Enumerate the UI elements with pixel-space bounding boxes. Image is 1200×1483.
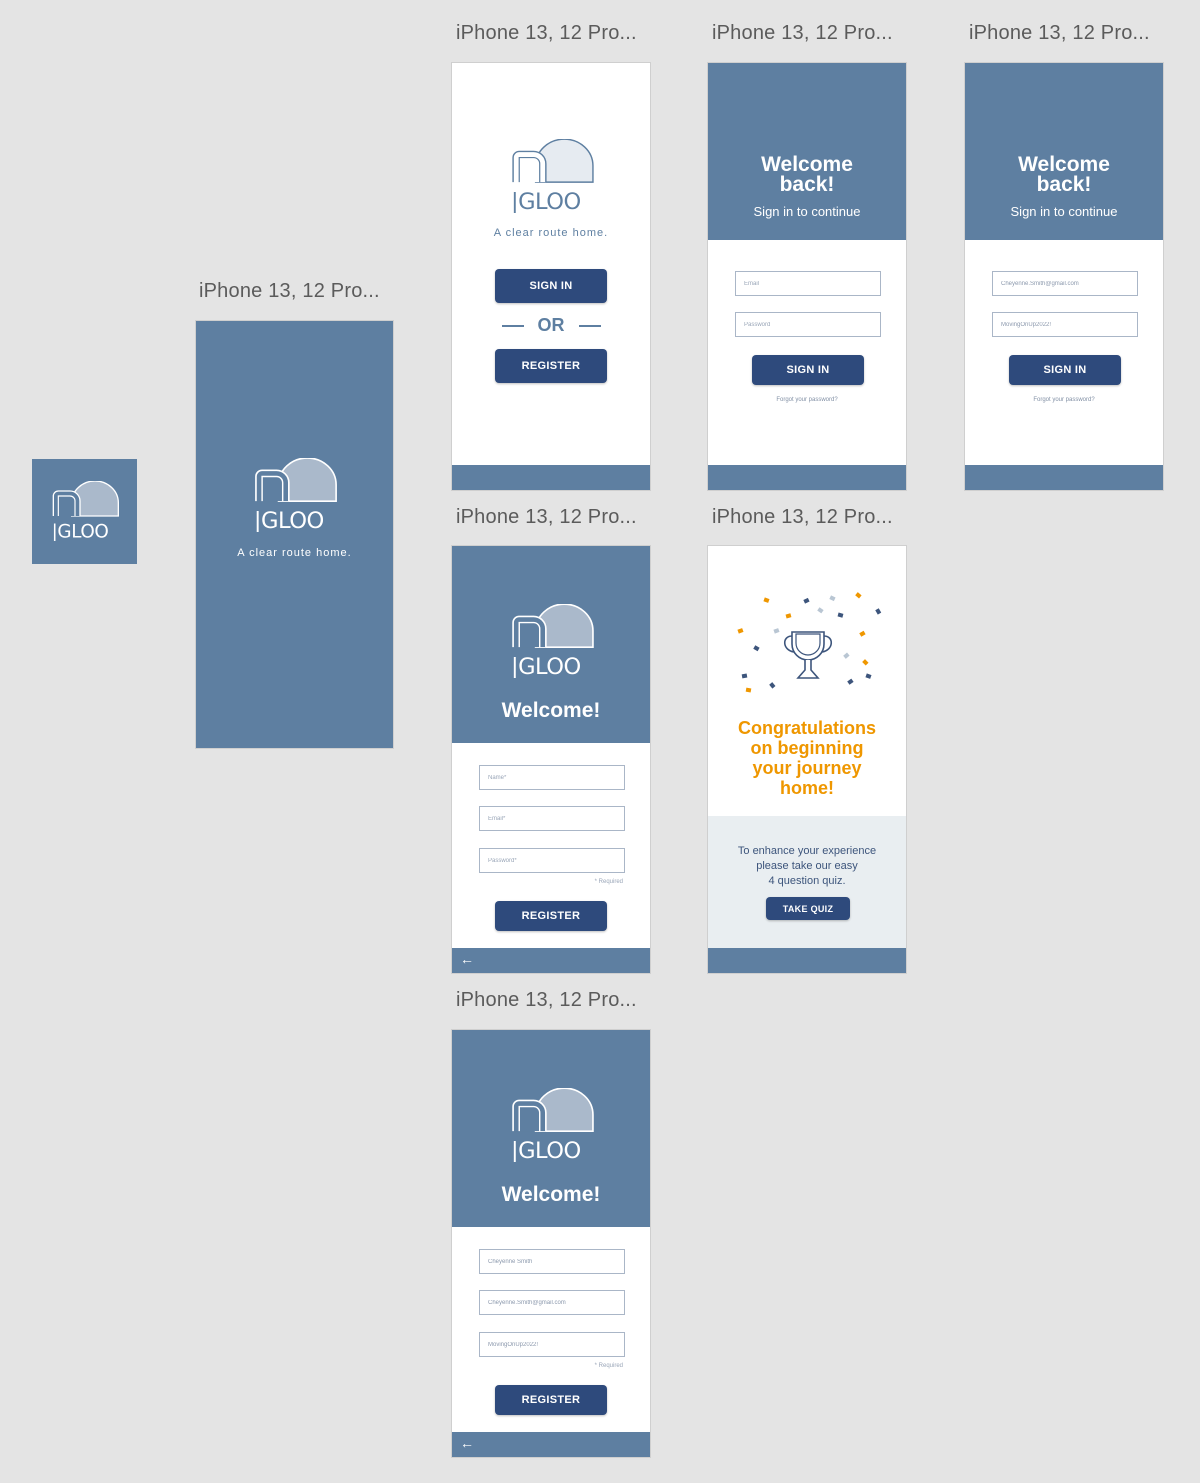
divider-left — [502, 325, 524, 327]
congrats-line4: home! — [780, 778, 834, 798]
password-field[interactable] — [735, 312, 881, 337]
quiz-text-line1: To enhance your experience — [737, 845, 877, 857]
password-field[interactable] — [479, 848, 625, 873]
welcome-title: Welcome! — [501, 699, 601, 722]
register-button[interactable]: REGISTER — [495, 901, 607, 931]
artboard-label-signin-filled: iPhone 13, 12 Pro... — [969, 22, 1150, 44]
required-note: * Required — [594, 879, 623, 885]
quiz-panel: To enhance your experience please take o… — [708, 816, 906, 950]
svg-text:|GLOO: |GLOO — [511, 654, 581, 678]
password-field[interactable] — [992, 312, 1138, 337]
artboard-label-register-filled: iPhone 13, 12 Pro... — [456, 989, 637, 1011]
quiz-text-line3: 4 question quiz. — [768, 875, 846, 887]
email-field[interactable] — [992, 271, 1138, 296]
congrats-line1: Congratulations — [738, 718, 876, 738]
tagline: A clear route home. — [493, 227, 609, 239]
name-field[interactable] — [479, 765, 625, 790]
sign-in-button[interactable]: SIGN IN — [1009, 355, 1121, 385]
signin-empty-screen: Welcome back! Sign in to continue SIGN I… — [707, 62, 907, 491]
bottom-bar — [708, 465, 906, 490]
artboard-label-register-empty: iPhone 13, 12 Pro... — [456, 506, 637, 528]
name-field[interactable] — [479, 1249, 625, 1274]
landing-screen: |GLOO A clear route home. SIGN IN OR REG… — [451, 62, 651, 491]
igloo-logo-icon: |GLOO — [511, 139, 594, 213]
bottom-bar: ← — [452, 948, 650, 973]
or-divider-label: OR — [537, 315, 565, 335]
artboard-label-landing: iPhone 13, 12 Pro... — [456, 22, 637, 44]
igloo-logo-icon: |GLOO — [52, 481, 119, 541]
bottom-bar — [965, 465, 1163, 490]
forgot-password-link[interactable]: Forgot your password? — [776, 397, 838, 403]
email-field[interactable] — [479, 1290, 625, 1315]
email-field[interactable] — [735, 271, 881, 296]
artboard-label-congrats: iPhone 13, 12 Pro... — [712, 506, 893, 528]
header-panel: |GLOO Welcome! — [452, 1030, 650, 1227]
welcome-title-line1: Welcome — [761, 153, 853, 176]
svg-text:|GLOO: |GLOO — [511, 1138, 581, 1162]
header-panel: Welcome back! Sign in to continue — [965, 63, 1163, 240]
artboard-label-signin-empty: iPhone 13, 12 Pro... — [712, 22, 893, 44]
welcome-title: Welcome! — [501, 1183, 601, 1206]
quiz-text-line2: please take our easy — [756, 860, 858, 872]
bottom-bar — [452, 465, 650, 490]
welcome-title-line2: back! — [1036, 173, 1092, 196]
forgot-password-link[interactable]: Forgot your password? — [1033, 397, 1095, 403]
svg-text:|GLOO: |GLOO — [52, 522, 109, 541]
app-icon: |GLOO — [32, 459, 137, 564]
header-panel: |GLOO Welcome! — [452, 546, 650, 743]
email-field[interactable] — [479, 806, 625, 831]
svg-text:|GLOO: |GLOO — [511, 189, 581, 213]
bottom-bar: ← — [452, 1432, 650, 1457]
divider-right — [579, 325, 601, 327]
igloo-logo-icon: |GLOO — [511, 604, 594, 678]
register-empty-screen: |GLOO Welcome! * Required REGISTER ← — [451, 545, 651, 974]
artboard-label-splash: iPhone 13, 12 Pro... — [199, 280, 380, 302]
header-panel: Welcome back! Sign in to continue — [708, 63, 906, 240]
arrow-left-icon[interactable]: ← — [460, 1435, 474, 1451]
sign-in-button[interactable]: SIGN IN — [495, 269, 607, 303]
sign-in-button[interactable]: SIGN IN — [752, 355, 864, 385]
arrow-left-icon[interactable]: ← — [460, 951, 474, 967]
splash-screen: |GLOO A clear route home. — [195, 320, 394, 749]
subtitle: Sign in to continue — [1010, 204, 1118, 219]
welcome-title-line1: Welcome — [1018, 153, 1110, 176]
register-filled-screen: |GLOO Welcome! * Required REGISTER ← — [451, 1029, 651, 1458]
register-button[interactable]: REGISTER — [495, 1385, 607, 1415]
igloo-logo-icon: |GLOO — [511, 1088, 594, 1162]
trophy-icon — [783, 631, 833, 679]
bottom-bar — [708, 948, 906, 973]
take-quiz-button[interactable]: TAKE QUIZ — [766, 897, 850, 920]
password-field[interactable] — [479, 1332, 625, 1357]
subtitle: Sign in to continue — [753, 204, 861, 219]
congrats-line3: your journey — [752, 758, 862, 778]
required-note: * Required — [594, 1363, 623, 1369]
signin-filled-screen: Welcome back! Sign in to continue SIGN I… — [964, 62, 1164, 491]
register-button[interactable]: REGISTER — [495, 349, 607, 383]
igloo-logo-icon: |GLOO — [254, 458, 337, 532]
congrats-line2: on beginning — [750, 738, 864, 758]
tagline: A clear route home. — [237, 547, 352, 559]
congrats-screen: Congratulations on beginning your journe… — [707, 545, 907, 974]
welcome-title-line2: back! — [779, 173, 835, 196]
svg-text:|GLOO: |GLOO — [254, 508, 324, 532]
